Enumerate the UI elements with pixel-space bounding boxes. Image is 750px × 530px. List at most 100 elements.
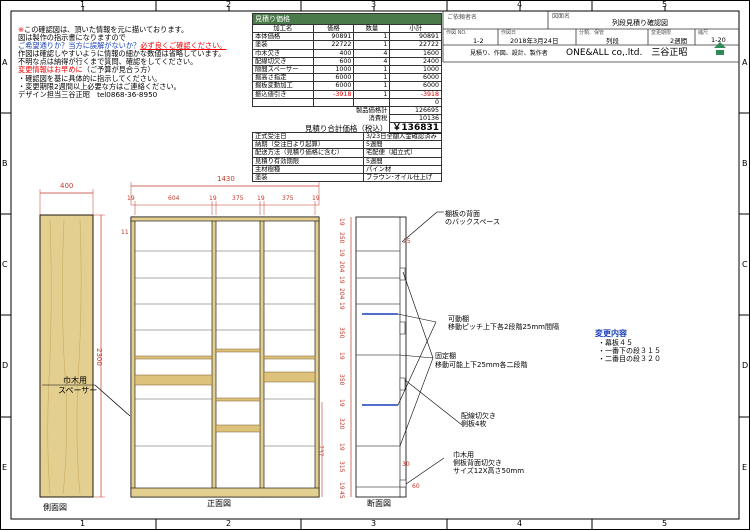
estimate-cell-qty: 1 — [353, 89, 391, 99]
sdim-19g: 19 — [338, 443, 345, 451]
sdim-19d: 19 — [338, 302, 345, 310]
col-label-2-bottom: 2 — [226, 519, 232, 528]
sdim-250: 250 — [338, 232, 345, 244]
estimate-cell-name: 塗装 — [252, 40, 314, 50]
notes-line-7: ・確認図を基に具体的に指示してください。 — [18, 73, 162, 83]
fixed-shelf-label-2: 移動可能上下25mm各二段階 — [435, 361, 528, 369]
estimate-header-price: 価格 — [312, 23, 355, 34]
baseboard-label-3: サイズ12X高さ50mm — [453, 467, 525, 475]
col-label-1-bottom: 1 — [80, 519, 86, 528]
col-label-4: 4 — [517, 0, 523, 9]
estimate-cell-sub: 1600 — [389, 48, 442, 58]
deadline: 2週間 — [670, 37, 688, 45]
wiring-label-2: 側板4枚 — [461, 420, 487, 428]
notes-line-2: 図は製作の指示書になりますので — [18, 33, 126, 43]
order-info-key: 配送方法（見積り価格に含む） — [252, 148, 364, 158]
dim-w604: 604 — [168, 195, 180, 202]
dim-w19b: 19 — [209, 195, 217, 202]
estimate-cell-price — [312, 97, 355, 107]
order-info-value: 5週間 — [363, 156, 442, 166]
dim-737: 737 — [317, 445, 324, 457]
back-space-label-2: のバックスペース — [445, 218, 500, 226]
sdim-320: 320 — [338, 418, 345, 430]
changes-item-3: ・二番目の段３２０ — [598, 355, 661, 363]
movable-shelf-label-2: 移動ピッチ上下各2段階25mm間隔 — [448, 323, 559, 331]
estimate-cell-price: 600 — [312, 56, 355, 66]
estimate-cell-name: 掘板変動加工 — [252, 81, 314, 91]
row-label-c: C — [2, 260, 8, 269]
estimate-cell-name: 隙間スペーサー — [252, 64, 314, 75]
customer-label: ご依頼者名 — [447, 14, 478, 21]
sdim-19h: 19 — [338, 482, 345, 490]
estimate-cell-price: 1000 — [312, 64, 355, 75]
notes-line-5: 不明な点は納得が行くまで質問、確認をしてください。 — [18, 57, 198, 67]
back-space-label-1: 棚板の背面 — [445, 210, 480, 218]
estimate-cell-name: 掘高さ指定 — [252, 73, 314, 83]
col-label-4-bottom: 4 — [517, 519, 523, 528]
changes-item-1: ・幕板４５ — [598, 339, 633, 347]
estimate-cell-name: 振込値引き — [252, 89, 314, 99]
col-label-3-bottom: 3 — [371, 519, 377, 528]
sdim-204a: 204 — [338, 261, 345, 273]
order-info-value: 宅配便（組立式） — [363, 148, 442, 158]
estimate-cell-sub: 0 — [389, 97, 442, 107]
sdim-19e: 19 — [338, 352, 345, 360]
estimate-cell-sub: 2400 — [389, 56, 442, 66]
notes-line-9: デザイン担当三谷正昭 tel0868-36-8950 — [18, 89, 158, 99]
section-view-label: 断面図 — [367, 499, 391, 508]
changes-title: 変更内容 — [595, 329, 627, 338]
row-label-d: D — [2, 361, 9, 370]
estimate-cell-sub: -3918 — [389, 89, 442, 99]
estimate-cell-qty: 1 — [353, 73, 391, 83]
order-info-value: パイン材 — [363, 164, 442, 174]
dim-w375b: 375 — [282, 195, 294, 202]
company-logo — [714, 42, 726, 55]
front-view-label: 正面図 — [207, 499, 231, 508]
estimate-row: 0 — [252, 97, 442, 107]
dim-w19a: 19 — [127, 195, 135, 202]
maker: ONE&ALL co,.ltd. 三谷正昭 — [566, 48, 688, 58]
estimate-cell-price: 6000 — [312, 81, 355, 91]
estimate-cell-qty: 1 — [353, 40, 391, 50]
estimate-cell-price: -3918 — [312, 89, 355, 99]
estimate-header-qty: 数量 — [353, 23, 391, 34]
row-label-b: B — [2, 159, 8, 168]
estimate-cell-name: 本体価格 — [252, 32, 314, 42]
drawing-no-label: 作図 NO. — [446, 30, 467, 36]
scale-label: 縮尺 — [698, 30, 709, 36]
estimate-cell-price: 6000 — [312, 73, 355, 83]
col-label-5-bottom: 5 — [662, 519, 668, 528]
estimate-cell-name: 巾木欠き — [252, 48, 314, 58]
category-label: 分類、保管 — [579, 30, 605, 36]
row-label-e-right: E — [742, 463, 748, 472]
sdim-19b: 19 — [338, 249, 345, 257]
tax-value: 10136 — [389, 114, 442, 124]
baseboard-label-2: 側板背面切欠き — [453, 459, 502, 467]
estimate-cell-sub: 6000 — [389, 73, 442, 83]
estimate-cell-qty: 1 — [353, 32, 391, 42]
estimate-cell-qty: 1 — [353, 64, 391, 75]
sdim-45: 45 — [338, 491, 345, 499]
row-label-c-right: C — [742, 260, 748, 269]
order-info-key: 主材樹種 — [252, 164, 364, 174]
estimate-cell-name — [252, 97, 314, 107]
category: 列段 — [606, 37, 619, 45]
order-info-value: ブラウン･オイル仕上げ — [363, 172, 442, 183]
col-label-1: 1 — [80, 0, 86, 9]
spacer-label-1: 巾木用 — [63, 376, 87, 385]
notes-line-3-blue: ご希望通りか？当方に誤解がないか？ — [18, 41, 141, 51]
drawing-date: 2018年3月24日 — [510, 37, 559, 45]
estimate-cell-qty: 4 — [353, 48, 391, 58]
notes-block: ※この確認図は、頂いた情報を元に描いております。 図は製作の指示書になりますので… — [18, 25, 226, 99]
dim-w19d: 19 — [312, 195, 320, 202]
order-info-value: 5週間 — [363, 140, 442, 150]
